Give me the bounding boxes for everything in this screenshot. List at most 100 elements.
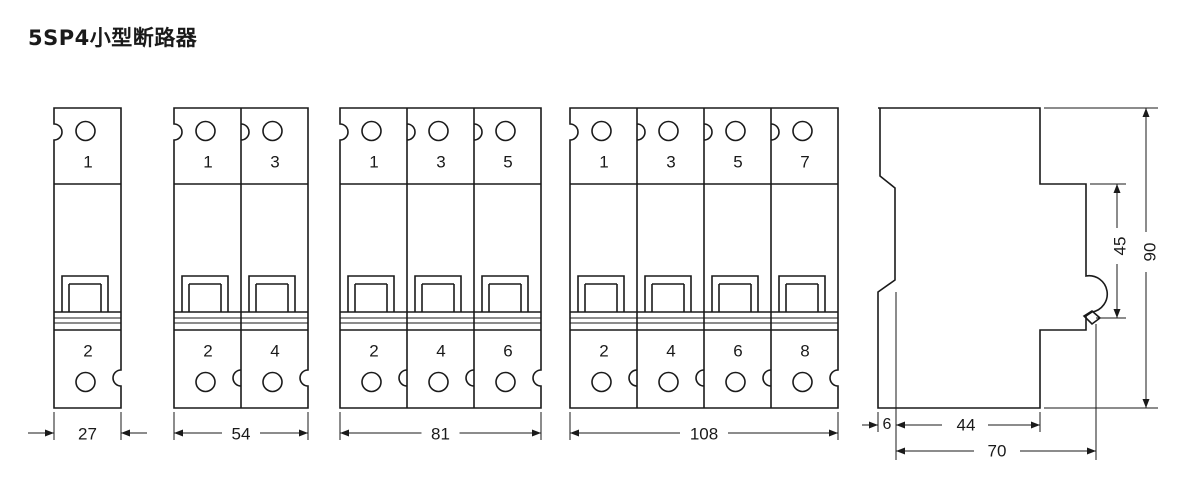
breaker-outline [569,107,839,409]
dimension-arrow [45,429,54,437]
terminal-number-top: 5 [503,152,512,171]
terminal-number-top: 3 [270,152,279,171]
toggle-handle [61,275,109,312]
terminal-screw-icon [262,371,283,393]
breaker-front-4p: 1 2 3 4 5 6 7 8 108 [569,107,839,443]
terminal-screw-icon [792,371,813,393]
page-title: 5SP4小型断路器 [28,26,198,50]
dimension-arrow [829,429,838,437]
width-dimension-label: 108 [690,424,718,443]
breaker-front-2p: 1 2 3 4 54 [173,107,309,443]
pole-notch [695,369,705,387]
dimension-arrow [532,429,541,437]
terminal-screw-icon [75,371,96,393]
terminal-number-bottom: 4 [666,341,675,360]
terminal-number-bottom: 2 [83,341,92,360]
body-depth-dimension-label: 44 [957,415,976,434]
breaker-front-3p: 1 2 3 4 5 6 81 [339,107,542,443]
dimension-arrow [121,429,130,437]
pole-notch [406,123,416,141]
side-view: 90 45 6 44 70 [862,107,1159,460]
terminal-screw-icon [591,371,612,393]
dimension-arrow [174,429,183,437]
terminal-screw-icon [361,120,382,142]
dimension-arrow [1087,447,1096,455]
pole-notch [770,123,780,141]
width-dimension-label: 81 [431,424,450,443]
toggle-handle [481,275,529,312]
toggle-handle [778,275,826,312]
breaker-front-1p: 1 2 27 [28,107,147,443]
toggle-handle [347,275,395,312]
pole-notch [232,369,242,387]
terminal-number-top: 5 [733,152,742,171]
terminal-screw-icon [75,120,96,142]
toggle-handle [711,275,759,312]
terminal-number-top: 1 [369,152,378,171]
pole-notch [398,369,408,387]
toggle-handle [644,275,692,312]
offset-dimension-label: 6 [883,416,892,433]
pole-notch [636,123,646,141]
terminal-number-top: 7 [800,152,809,171]
terminal-screw-icon [428,120,449,142]
terminal-number-bottom: 6 [503,341,512,360]
dimension-arrow [570,429,579,437]
dimension-arrow [1113,184,1121,193]
terminal-number-bottom: 8 [800,341,809,360]
terminal-number-top: 3 [666,152,675,171]
terminal-number-bottom: 4 [436,341,445,360]
dimension-arrow [340,429,349,437]
terminal-screw-icon [725,371,746,393]
terminal-screw-icon [195,120,216,142]
pole-notch [703,123,713,141]
toggle-handle [577,275,625,312]
dimension-arrow [896,447,905,455]
pole-notch [473,123,483,141]
terminal-screw-icon [495,120,516,142]
dimension-arrow [1142,399,1150,408]
dimension-arrow [1031,421,1040,429]
pole-notch [465,369,475,387]
terminal-number-top: 1 [203,152,212,171]
front-views: 1 2 27 1 2 3 4 54 1 2 3 4 5 6 81 1 2 3 4 5 6 7 8 108 [28,107,839,443]
terminal-screw-icon [792,120,813,142]
rail-height-dimension-label: 45 [1110,237,1129,256]
terminal-screw-icon [495,371,516,393]
pole-notch [240,123,250,141]
breaker-outline [339,107,542,409]
terminal-number-bottom: 6 [733,341,742,360]
terminal-screw-icon [658,371,679,393]
terminal-screw-icon [195,371,216,393]
terminal-screw-icon [428,371,449,393]
terminal-number-bottom: 2 [369,341,378,360]
breaker-outline [173,107,309,409]
toggle-handle [414,275,462,312]
pole-notch [628,369,638,387]
terminal-number-top: 1 [83,152,92,171]
dimension-arrow [1113,309,1121,318]
terminal-screw-icon [725,120,746,142]
terminal-number-bottom: 2 [203,341,212,360]
terminal-number-top: 3 [436,152,445,171]
width-dimension-label: 27 [78,424,97,443]
toggle-handle [181,275,229,312]
dimension-arrow [869,421,878,429]
terminal-screw-icon [658,120,679,142]
height-dimension-label: 90 [1140,243,1159,262]
breaker-side-outline [877,107,1108,409]
dimension-arrow [299,429,308,437]
terminal-number-bottom: 2 [599,341,608,360]
dimension-arrow [1142,108,1150,117]
terminal-number-bottom: 4 [270,341,279,360]
width-dimension-label: 54 [232,424,251,443]
breaker-outline [53,107,122,409]
terminal-screw-icon [262,120,283,142]
terminal-screw-icon [361,371,382,393]
pole-notch [762,369,772,387]
dimension-arrow [896,421,905,429]
terminal-number-top: 1 [599,152,608,171]
terminal-screw-icon [591,120,612,142]
total-depth-dimension-label: 70 [988,441,1007,460]
